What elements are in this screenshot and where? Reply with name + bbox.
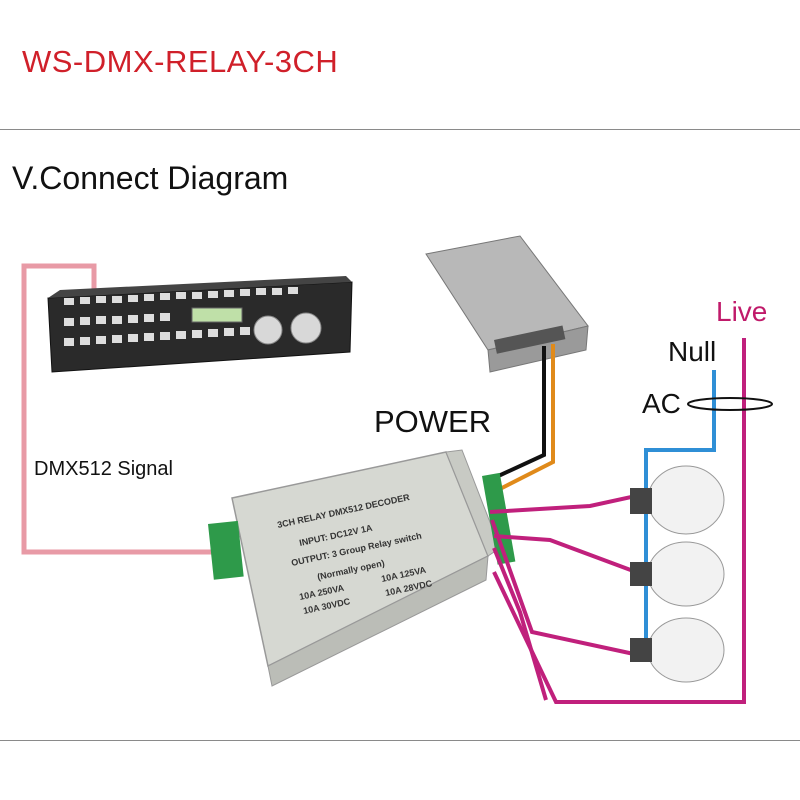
power-supply bbox=[425, 235, 589, 373]
relay-wire-3 bbox=[493, 534, 637, 574]
dmx-console bbox=[47, 276, 353, 373]
relay-wire-2 bbox=[490, 519, 635, 656]
power-label: POWER bbox=[374, 404, 492, 439]
light-bulb-2 bbox=[630, 541, 725, 607]
diagram-heading: V.Connect Diagram bbox=[12, 160, 289, 196]
live-wire bbox=[492, 338, 746, 704]
power-wire-black bbox=[493, 346, 546, 480]
dmx-signal-label: DMX512 Signal bbox=[34, 458, 173, 480]
light-bulb-3 bbox=[630, 617, 725, 683]
ac-clamp bbox=[687, 397, 773, 411]
power-wire-orange bbox=[497, 344, 555, 492]
light-bulb-1 bbox=[630, 465, 725, 535]
dmx-signal-wire bbox=[21, 263, 218, 555]
relay-decoder: 3CH RELAY DMX512 DECODER INPUT: DC12V 1A… bbox=[207, 449, 516, 687]
null-label: Null bbox=[668, 336, 717, 367]
ac-label: AC bbox=[642, 388, 681, 419]
page-title: WS-DMX-RELAY-3CH bbox=[22, 44, 339, 79]
relay-wire-4 bbox=[492, 547, 548, 701]
live-label: Live bbox=[716, 296, 768, 327]
diagram-panel bbox=[0, 129, 800, 741]
relay-wire-1 bbox=[489, 494, 637, 514]
